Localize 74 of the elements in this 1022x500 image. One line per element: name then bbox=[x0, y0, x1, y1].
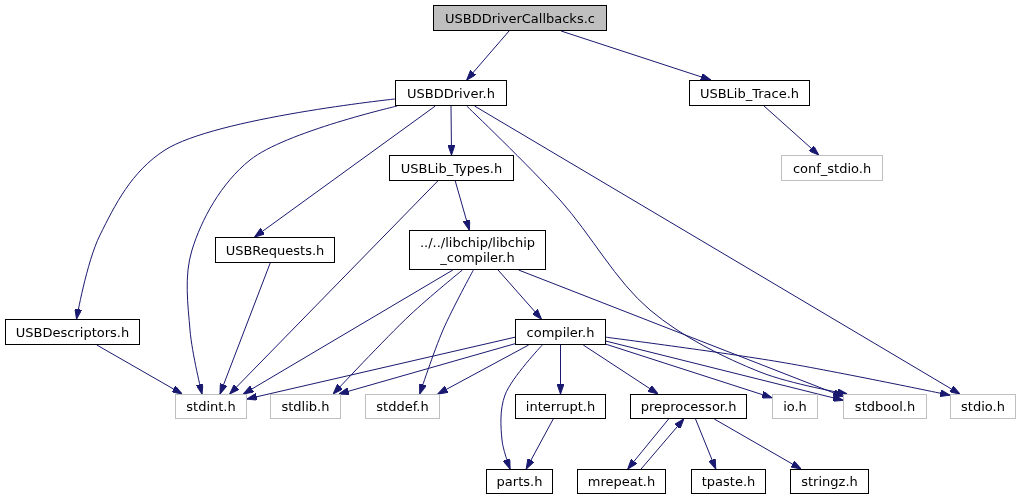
include-arrow bbox=[254, 105, 436, 238]
file-box bbox=[843, 394, 927, 419]
include-arrow bbox=[466, 30, 510, 81]
file-box bbox=[5, 319, 140, 345]
include-arrow bbox=[605, 336, 951, 398]
include-arrow bbox=[556, 344, 565, 395]
file-box bbox=[433, 5, 607, 31]
include-arrow bbox=[605, 340, 844, 402]
file-name: parts.h bbox=[495, 474, 544, 489]
include-arrow bbox=[74, 98, 396, 320]
include-arrow bbox=[763, 105, 820, 156]
file-box bbox=[175, 394, 247, 419]
include-arrow bbox=[518, 269, 844, 397]
file-name: USBDDriverCallbacks.c bbox=[444, 10, 596, 26]
file-name: interrupt.h bbox=[524, 399, 597, 414]
include-arrow bbox=[447, 105, 456, 156]
file-name: mrepeat.h bbox=[586, 474, 657, 489]
include-arrow bbox=[338, 343, 516, 396]
include-arrow bbox=[560, 30, 712, 81]
file-name: USBRequests.h bbox=[224, 242, 326, 258]
file-name: stdlib.h bbox=[280, 399, 331, 414]
file-box bbox=[689, 80, 810, 106]
include-arrow bbox=[454, 180, 471, 231]
file-box bbox=[781, 155, 883, 181]
file-name: stdbool.h bbox=[853, 399, 917, 414]
include-arrow bbox=[96, 344, 183, 395]
file-name: USBLib_Trace.h bbox=[698, 85, 801, 101]
include-arrow bbox=[713, 418, 802, 470]
file-name: stdio.h bbox=[960, 399, 1006, 414]
file-box bbox=[389, 155, 514, 181]
file-box bbox=[577, 469, 666, 494]
file-name: USBDescriptors.h bbox=[14, 324, 131, 340]
file-name: stddef.h bbox=[375, 399, 430, 414]
include-arrow bbox=[640, 418, 685, 470]
include-arrow bbox=[186, 105, 398, 395]
file-name: preprocessor.h bbox=[639, 399, 738, 414]
include-arrow bbox=[437, 344, 530, 395]
file-name: io.h bbox=[782, 399, 808, 414]
file-name: stdint.h bbox=[185, 399, 237, 414]
file-name: ../../libchip/libchip _compiler.h bbox=[418, 235, 537, 265]
file-box bbox=[365, 394, 440, 419]
file-name: conf_stdio.h bbox=[791, 160, 873, 176]
file-box bbox=[515, 394, 606, 419]
include-arrow bbox=[242, 269, 454, 395]
file-box bbox=[772, 394, 818, 419]
file-box bbox=[515, 319, 606, 345]
include-arrow bbox=[246, 336, 516, 401]
file-box bbox=[790, 469, 869, 494]
file-name: USBDDriver.h bbox=[406, 85, 496, 101]
include-arrow bbox=[419, 269, 474, 395]
file-box bbox=[950, 394, 1016, 419]
file-box bbox=[630, 394, 747, 419]
file-box bbox=[270, 394, 341, 419]
include-arrow bbox=[695, 418, 717, 470]
include-arrow bbox=[229, 180, 439, 395]
include-arrow bbox=[605, 343, 773, 399]
include-arrow bbox=[219, 262, 271, 395]
include-arrow bbox=[474, 105, 961, 395]
file-box bbox=[395, 80, 507, 106]
file-box bbox=[691, 469, 766, 494]
file-name: tpaste.h bbox=[700, 474, 757, 489]
include-arrow bbox=[582, 344, 659, 395]
include-arrow bbox=[525, 418, 554, 470]
include-arrow bbox=[332, 269, 463, 395]
include-arrow bbox=[500, 344, 543, 470]
include-arrow bbox=[466, 105, 848, 397]
file-name: stringz.h bbox=[800, 474, 859, 489]
include-arrow bbox=[627, 418, 670, 470]
include-arrow bbox=[497, 269, 542, 320]
file-box bbox=[215, 237, 335, 263]
file-box bbox=[409, 230, 546, 270]
file-box bbox=[486, 469, 553, 494]
file-name: USBLib_Types.h bbox=[399, 160, 504, 176]
file-name: compiler.h bbox=[525, 324, 596, 340]
